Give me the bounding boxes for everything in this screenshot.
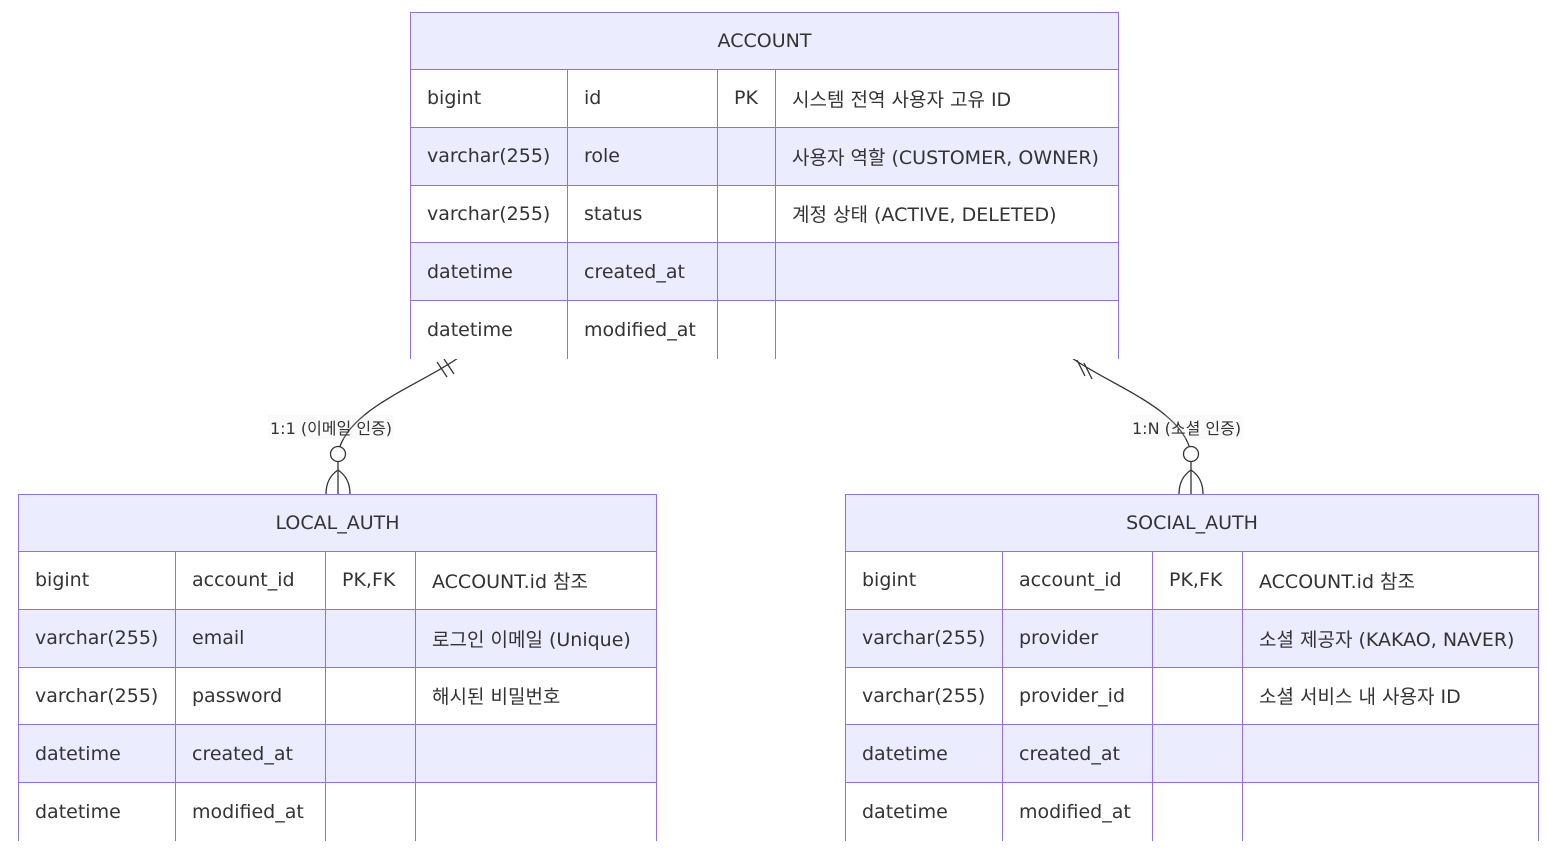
crow-right-social <box>1190 469 1204 495</box>
attribute-row: datetime modified_at <box>19 783 656 841</box>
zero-marker-local <box>329 445 347 463</box>
attr-comment <box>1243 783 1537 841</box>
attr-comment <box>416 725 655 782</box>
attr-name: provider <box>1003 609 1153 667</box>
attr-name: provider_id <box>1003 667 1153 725</box>
relationship-line-local <box>337 357 459 455</box>
attribute-row: datetime created_at <box>846 725 1538 784</box>
one-marker-social-a <box>1076 359 1086 377</box>
attr-type: datetime <box>411 243 568 301</box>
attr-key <box>1153 725 1243 783</box>
attribute-row: varchar(255) provider_id 소셜 서비스 내 사용자 ID <box>846 667 1538 726</box>
attr-comment: ACCOUNT.id 참조 <box>1259 570 1416 593</box>
attr-type: datetime <box>846 725 1003 783</box>
attr-comment: 해시된 비밀번호 <box>432 686 561 709</box>
attr-name: modified_at <box>1003 783 1153 841</box>
one-marker-local-a <box>436 361 448 378</box>
attr-type: bigint <box>19 552 176 609</box>
attr-name: status <box>568 185 718 243</box>
one-marker-local-b <box>443 358 455 375</box>
attr-key <box>718 185 776 243</box>
attr-key <box>718 243 776 301</box>
attribute-row: varchar(255) email 로그인 이메일 (Unique) <box>19 609 656 668</box>
attribute-row: varchar(255) role 사용자 역할 (CUSTOMER, OWNE… <box>411 127 1118 186</box>
attr-type: bigint <box>846 552 1003 609</box>
attr-type: datetime <box>19 725 176 783</box>
attr-name: created_at <box>176 725 326 783</box>
attr-comment <box>776 243 1117 300</box>
attribute-row: datetime modified_at <box>411 301 1118 359</box>
zero-marker-social <box>1182 445 1200 463</box>
attr-type: varchar(255) <box>846 609 1003 667</box>
attribute-row: varchar(255) provider 소셜 제공자 (KAKAO, NAV… <box>846 609 1538 668</box>
attr-key <box>1153 783 1243 841</box>
attr-name: password <box>176 667 326 725</box>
attr-comment: 소셜 서비스 내 사용자 ID <box>1259 686 1461 709</box>
entity-social-auth: SOCIAL_AUTH bigint account_id PK,FK ACCO… <box>845 494 1539 841</box>
attr-type: bigint <box>411 70 568 127</box>
attr-name: role <box>568 127 718 185</box>
attribute-row: bigint account_id PK,FK ACCOUNT.id 참조 <box>846 552 1538 610</box>
attr-key <box>718 127 776 185</box>
attr-comment: 시스템 전역 사용자 고유 ID <box>792 88 1012 111</box>
attr-type: varchar(255) <box>411 185 568 243</box>
attr-key <box>718 301 776 359</box>
attr-type: datetime <box>411 301 568 359</box>
attr-name: email <box>176 609 326 667</box>
attr-comment: ACCOUNT.id 참조 <box>432 570 589 593</box>
entity-title: ACCOUNT <box>411 13 1118 70</box>
entity-account: ACCOUNT bigint id PK 시스템 전역 사용자 고유 ID va… <box>410 12 1119 359</box>
attr-comment: 소셜 제공자 (KAKAO, NAVER) <box>1259 628 1515 651</box>
attr-type: varchar(255) <box>411 127 568 185</box>
entity-local-auth: LOCAL_AUTH bigint account_id PK,FK ACCOU… <box>18 494 657 841</box>
attr-name: modified_at <box>176 783 326 841</box>
attr-comment: 계정 상태 (ACTIVE, DELETED) <box>792 204 1057 227</box>
entity-title: SOCIAL_AUTH <box>846 495 1538 552</box>
attr-key: PK,FK <box>1153 552 1243 609</box>
attribute-row: datetime modified_at <box>846 783 1538 841</box>
relationship-line-social <box>1071 357 1192 455</box>
attribute-row: datetime created_at <box>19 725 656 784</box>
attr-comment <box>776 301 1117 359</box>
relationship-label-social: 1:N (소셜 인증) <box>1130 415 1244 439</box>
attr-key <box>1153 667 1243 725</box>
one-marker-social-b <box>1083 362 1093 380</box>
relationship-label-local: 1:1 (이메일 인증) <box>268 415 395 439</box>
attr-type: datetime <box>19 783 176 841</box>
attr-key <box>1153 609 1243 667</box>
attr-type: varchar(255) <box>19 609 176 667</box>
attr-comment: 로그인 이메일 (Unique) <box>432 628 631 651</box>
crow-left-local <box>325 469 339 495</box>
attr-type: varchar(255) <box>19 667 176 725</box>
attr-type: varchar(255) <box>846 667 1003 725</box>
attribute-row: bigint id PK 시스템 전역 사용자 고유 ID <box>411 70 1118 128</box>
attribute-row: varchar(255) password 해시된 비밀번호 <box>19 667 656 726</box>
attr-type: datetime <box>846 783 1003 841</box>
entity-title: LOCAL_AUTH <box>19 495 656 552</box>
attr-comment <box>1243 725 1537 782</box>
attr-comment: 사용자 역할 (CUSTOMER, OWNER) <box>792 146 1099 169</box>
attr-name: account_id <box>1003 552 1153 609</box>
attr-key: PK <box>718 70 776 127</box>
attr-key <box>326 783 416 841</box>
attribute-row: bigint account_id PK,FK ACCOUNT.id 참조 <box>19 552 656 610</box>
crow-left-social <box>1178 469 1192 495</box>
attr-key <box>326 667 416 725</box>
attr-key <box>326 725 416 783</box>
attribute-row: varchar(255) status 계정 상태 (ACTIVE, DELET… <box>411 185 1118 244</box>
attr-name: created_at <box>1003 725 1153 783</box>
attr-name: created_at <box>568 243 718 301</box>
attr-name: account_id <box>176 552 326 609</box>
attr-comment <box>416 783 655 841</box>
attr-name: id <box>568 70 718 127</box>
attribute-row: datetime created_at <box>411 243 1118 302</box>
crow-right-local <box>337 469 351 495</box>
attr-key: PK,FK <box>326 552 416 609</box>
attr-key <box>326 609 416 667</box>
attr-name: modified_at <box>568 301 718 359</box>
